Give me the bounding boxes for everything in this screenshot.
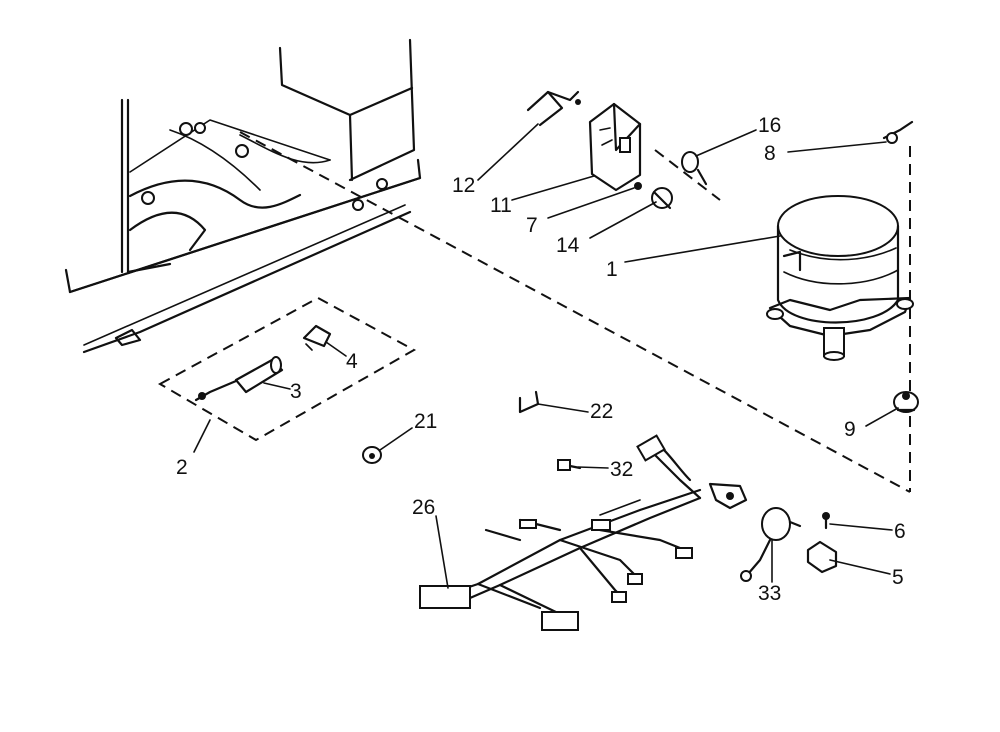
callout-12: 12 [452,174,475,197]
callout-9: 9 [844,418,856,441]
wiring-harness-part-26 [419,434,748,631]
callout-16: 16 [758,114,781,137]
callout-14: 14 [556,234,580,257]
bracket-part-22 [518,390,540,414]
leader-lines [193,123,899,589]
callout-labels: 1 2 3 4 5 6 7 8 9 11 12 14 16 21 22 26 3… [176,114,906,605]
capacitor-part-3 [194,356,284,402]
leader-22 [537,403,589,413]
grommet-part-21 [362,446,382,464]
mounting-guide-line [239,131,911,493]
relay-guide-line [654,149,721,201]
callout-11: 11 [490,194,512,217]
clip-part-4 [302,324,332,351]
leader-14 [589,201,657,239]
callout-1: 1 [606,258,618,281]
wire-part-8 [882,120,914,144]
leader-2 [193,419,211,453]
cord-clamp-part-33 [740,507,802,582]
leader-5 [829,559,891,575]
callout-5: 5 [892,566,904,589]
leader-1 [624,235,781,263]
leader-11 [511,175,595,201]
callout-21: 21 [414,410,437,433]
callout-7: 7 [526,214,538,237]
relay-cover-part-11 [588,102,642,192]
leader-26 [435,515,449,589]
leader-12 [477,123,539,181]
callout-4: 4 [346,350,358,373]
leader-4 [325,341,347,357]
refrigerator-cabinet [64,38,422,354]
overload-part-14 [651,187,673,210]
capacitor-kit-outline [157,296,417,442]
leader-9 [865,407,899,427]
screw-part-32 [557,459,582,471]
leader-21 [379,427,413,451]
callout-22: 22 [590,400,613,423]
compressor-part-1 [766,195,914,361]
leader-7 [547,187,635,219]
callout-26: 26 [412,496,435,519]
leader-6 [829,523,893,531]
callout-8: 8 [764,142,776,165]
leader-16 [695,129,757,157]
grommet-part-9 [893,391,919,413]
callout-33: 33 [758,582,781,605]
bracket-part-12 [526,90,581,127]
leader-3 [263,382,291,390]
callout-6: 6 [894,520,906,543]
bracket-part-5 [806,540,838,574]
callout-32: 32 [610,458,633,481]
screw-part-6 [822,512,830,530]
leader-32 [577,466,609,469]
grommet-part-16 [681,151,708,186]
leader-8 [787,141,887,153]
screw-part-7 [634,182,642,190]
callout-2: 2 [176,456,188,479]
callout-3: 3 [290,380,302,403]
